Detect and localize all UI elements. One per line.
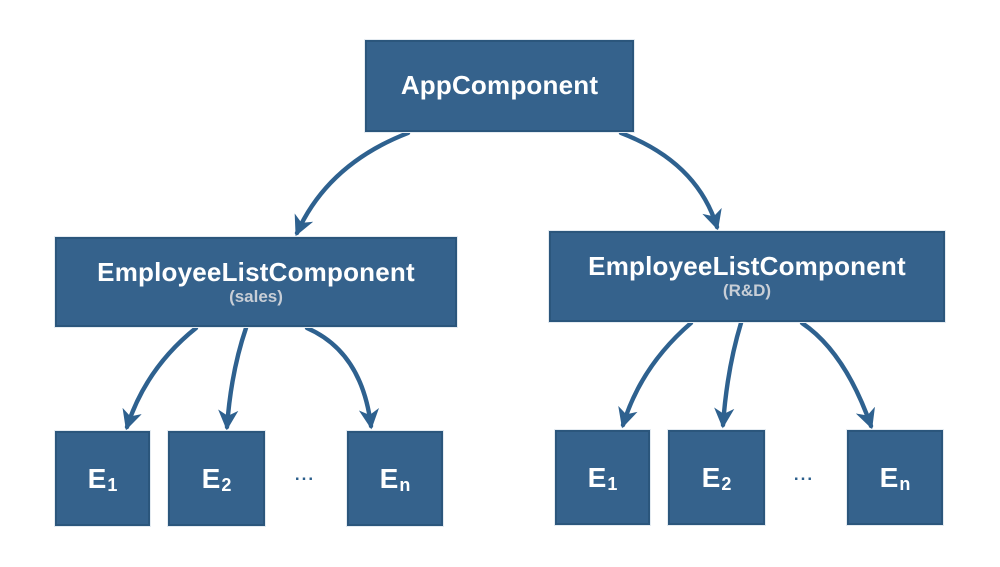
employee-subscript: n xyxy=(899,474,911,494)
arrow-sales-to-e1 xyxy=(122,325,199,431)
arrow-rd-to-en xyxy=(799,320,875,430)
employee-subscript: 1 xyxy=(107,475,118,495)
node-employee-list-rd: EmployeeListComponent (R&D) xyxy=(549,231,945,322)
employee-label: E xyxy=(87,462,107,494)
employee-subscript: 2 xyxy=(221,475,232,495)
employee-label: E xyxy=(379,462,399,494)
node-employee-list-sales-sublabel: (sales) xyxy=(229,286,283,306)
arrow-root-to-rd xyxy=(618,130,722,231)
employee-label: E xyxy=(879,461,899,493)
rd-ellipsis: ... xyxy=(793,465,815,484)
arrow-root-to-sales xyxy=(294,130,411,237)
employee-subscript: 1 xyxy=(607,474,618,494)
arrow-sales-to-e2 xyxy=(218,325,249,431)
node-app-component: AppComponent xyxy=(365,40,634,132)
node-employee-list-rd-label: EmployeeListComponent xyxy=(588,251,906,282)
node-app-component-label: AppComponent xyxy=(400,70,599,101)
employee-subscript: n xyxy=(399,475,411,495)
node-employee-list-sales: EmployeeListComponent (sales) xyxy=(55,237,457,327)
arrow-rd-to-e2 xyxy=(714,320,744,429)
employee-label: E xyxy=(701,461,721,493)
arrow-sales-to-en xyxy=(304,325,380,430)
employee-label: E xyxy=(201,462,221,494)
node-employee-list-rd-sublabel: (R&D) xyxy=(722,281,772,301)
sales-ellipsis: ... xyxy=(294,465,316,484)
node-employee-list-sales-label: EmployeeListComponent xyxy=(97,256,415,287)
arrow-rd-to-e1 xyxy=(618,320,694,429)
employee-label: E xyxy=(587,461,607,493)
employee-subscript: 2 xyxy=(721,474,732,494)
